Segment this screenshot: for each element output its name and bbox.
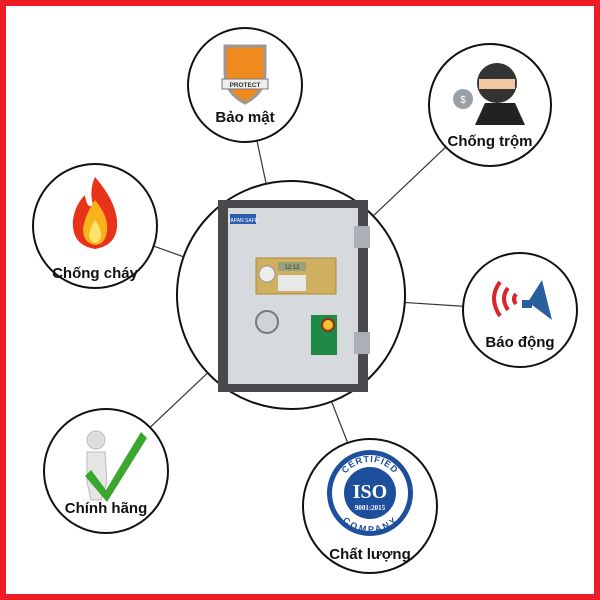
feature-label: Chính hãng [64,500,148,517]
safe-brand: JAPAN SAFE [228,218,259,224]
alarm-icon [492,280,552,320]
feature-label: Chất lượng [329,546,411,563]
iso-standard-text: 9001:2015 [355,504,386,512]
feature-bao-dong: Báo động [462,252,578,368]
fire-icon [72,177,118,249]
checkmark-person-icon [85,430,147,502]
feature-bao-mat: PROTECT Bảo mật [187,27,303,143]
safe-image: JAPAN SAFE 12:12 [218,200,370,392]
svg-text:$: $ [460,95,466,106]
iso-main-text: ISO [353,481,387,503]
safe-product-circle: JAPAN SAFE 12:12 [176,180,406,410]
safe-display: 12:12 [284,265,300,271]
feature-chong-trom: $ Chống trộm [428,43,552,167]
iso-badge-icon: CERTIFIED COMPANY ISO 9001:2015 [327,450,413,536]
shield-icon: PROTECT [221,44,269,105]
feature-chat-luong: CERTIFIED COMPANY ISO 9001:2015 Chất lượ… [302,438,438,574]
feature-label: Chống trộm [447,133,533,150]
feature-label: Bảo mật [215,109,275,126]
feature-label: Báo động [485,334,555,351]
feature-label: Chống cháy [52,265,138,282]
feature-chong-chay: Chống cháy [32,163,158,289]
feature-chinh-hang: Chính hãng [43,408,169,534]
thief-icon: $ [453,63,525,125]
shield-text: PROTECT [229,82,260,89]
